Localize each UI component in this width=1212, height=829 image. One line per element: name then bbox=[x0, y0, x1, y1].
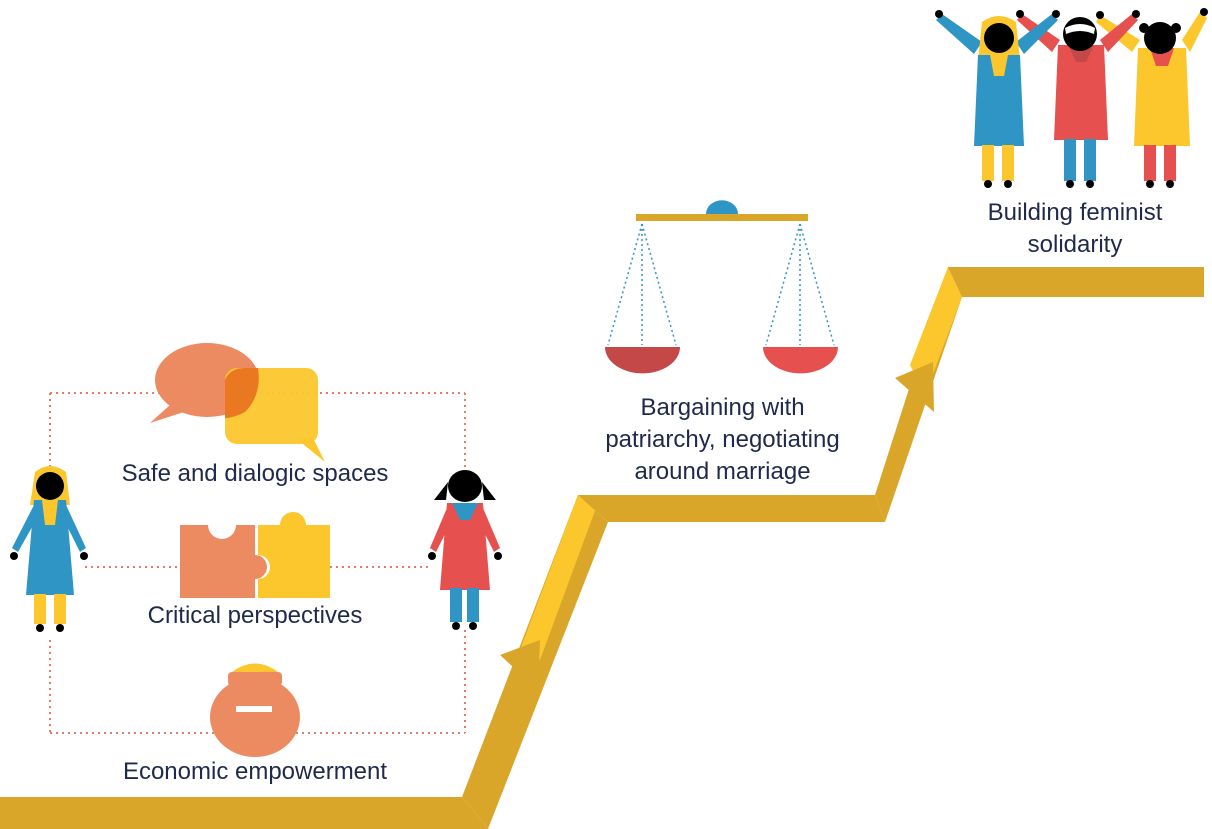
label-bargaining-line-2: patriarchy, negotiating bbox=[605, 426, 840, 453]
girl-red-figure bbox=[428, 470, 502, 630]
dotted-frame bbox=[49, 392, 466, 734]
woman-blue-figure bbox=[10, 466, 88, 632]
woman-yellow-raising-arms bbox=[1096, 8, 1208, 188]
label-safe-spaces: Safe and dialogic spaces bbox=[121, 460, 389, 487]
label-economic-empowerment: Economic empowerment bbox=[122, 758, 388, 785]
label-bargaining-line-3: around marriage bbox=[634, 458, 811, 485]
path-arrow-2 bbox=[895, 362, 934, 412]
journey-path bbox=[0, 267, 1204, 829]
money-pot-icon bbox=[210, 663, 300, 757]
label-bargaining-line-1: Bargaining with bbox=[640, 394, 805, 421]
woman-blue-raising-arms bbox=[935, 10, 1060, 188]
path-segment-step-2 bbox=[578, 495, 885, 522]
label-solidarity-line-1: Building feminist bbox=[987, 199, 1163, 226]
path-segment-rise-1-highlight bbox=[520, 495, 596, 660]
balance-scale-icon bbox=[605, 200, 838, 374]
path-segment-rise-2-highlight bbox=[910, 267, 962, 395]
speech-bubbles-icon bbox=[150, 343, 325, 462]
path-arrow-1 bbox=[500, 640, 540, 690]
celebrating-women-icon bbox=[935, 8, 1208, 188]
label-bargaining: Bargaining with patriarchy, negotiating … bbox=[585, 392, 860, 488]
puzzle-pieces-icon bbox=[180, 512, 330, 598]
label-solidarity-line-2: solidarity bbox=[1027, 231, 1123, 258]
label-solidarity: Building feminist solidarity bbox=[950, 197, 1200, 261]
label-critical-perspectives: Critical perspectives bbox=[147, 602, 363, 629]
path-segment-top bbox=[948, 267, 1204, 297]
path-segment-ground bbox=[0, 797, 488, 829]
